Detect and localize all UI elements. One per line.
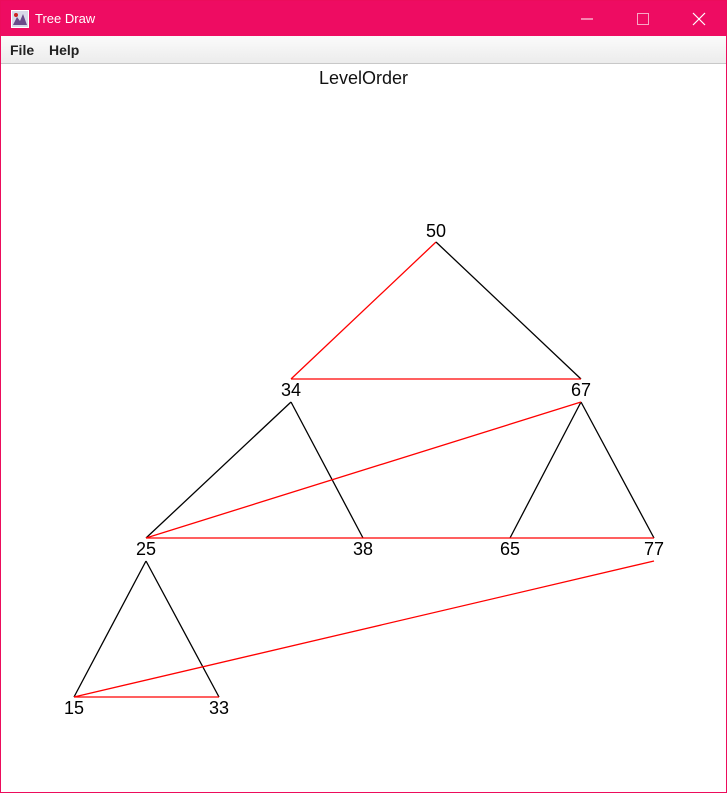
edge-50-67	[435, 241, 582, 380]
node-15: 15	[64, 698, 84, 718]
minimize-icon	[581, 18, 593, 19]
node-65: 65	[500, 539, 520, 559]
minimize-button[interactable]	[559, 1, 615, 36]
edge-25-33	[145, 560, 220, 698]
tree-diagram: 50 34 67 25 38 65 77 15 33	[64, 221, 664, 718]
edge-67-77	[580, 401, 655, 539]
edge-25-15	[73, 560, 147, 698]
close-icon	[692, 12, 706, 25]
maximize-button[interactable]	[615, 1, 671, 36]
drawing-canvas[interactable]: LevelOrder 50 34 67 25 38 65 77 15 33	[1, 64, 726, 792]
node-77: 77	[644, 539, 664, 559]
window-title: Tree Draw	[35, 11, 96, 26]
traversal-67-25	[145, 401, 582, 539]
menu-help[interactable]: Help	[49, 42, 80, 58]
node-25: 25	[136, 539, 156, 559]
traversal-77-15	[73, 560, 655, 698]
maximize-icon	[637, 12, 649, 25]
node-50: 50	[426, 221, 446, 241]
close-button[interactable]	[671, 1, 726, 36]
node-34: 34	[281, 380, 301, 400]
menu-bar: File Help	[1, 36, 726, 64]
node-38: 38	[353, 539, 373, 559]
title-bar[interactable]: Tree Draw	[1, 1, 726, 36]
menu-file[interactable]: File	[10, 42, 35, 58]
node-67: 67	[571, 380, 591, 400]
edge-34-38	[290, 401, 364, 539]
traversal-title: LevelOrder	[318, 68, 409, 88]
app-icon	[11, 10, 29, 28]
edge-67-65	[509, 401, 582, 539]
node-33: 33	[209, 698, 229, 718]
edge-34-25	[145, 401, 292, 539]
edge-50-34	[290, 241, 437, 380]
